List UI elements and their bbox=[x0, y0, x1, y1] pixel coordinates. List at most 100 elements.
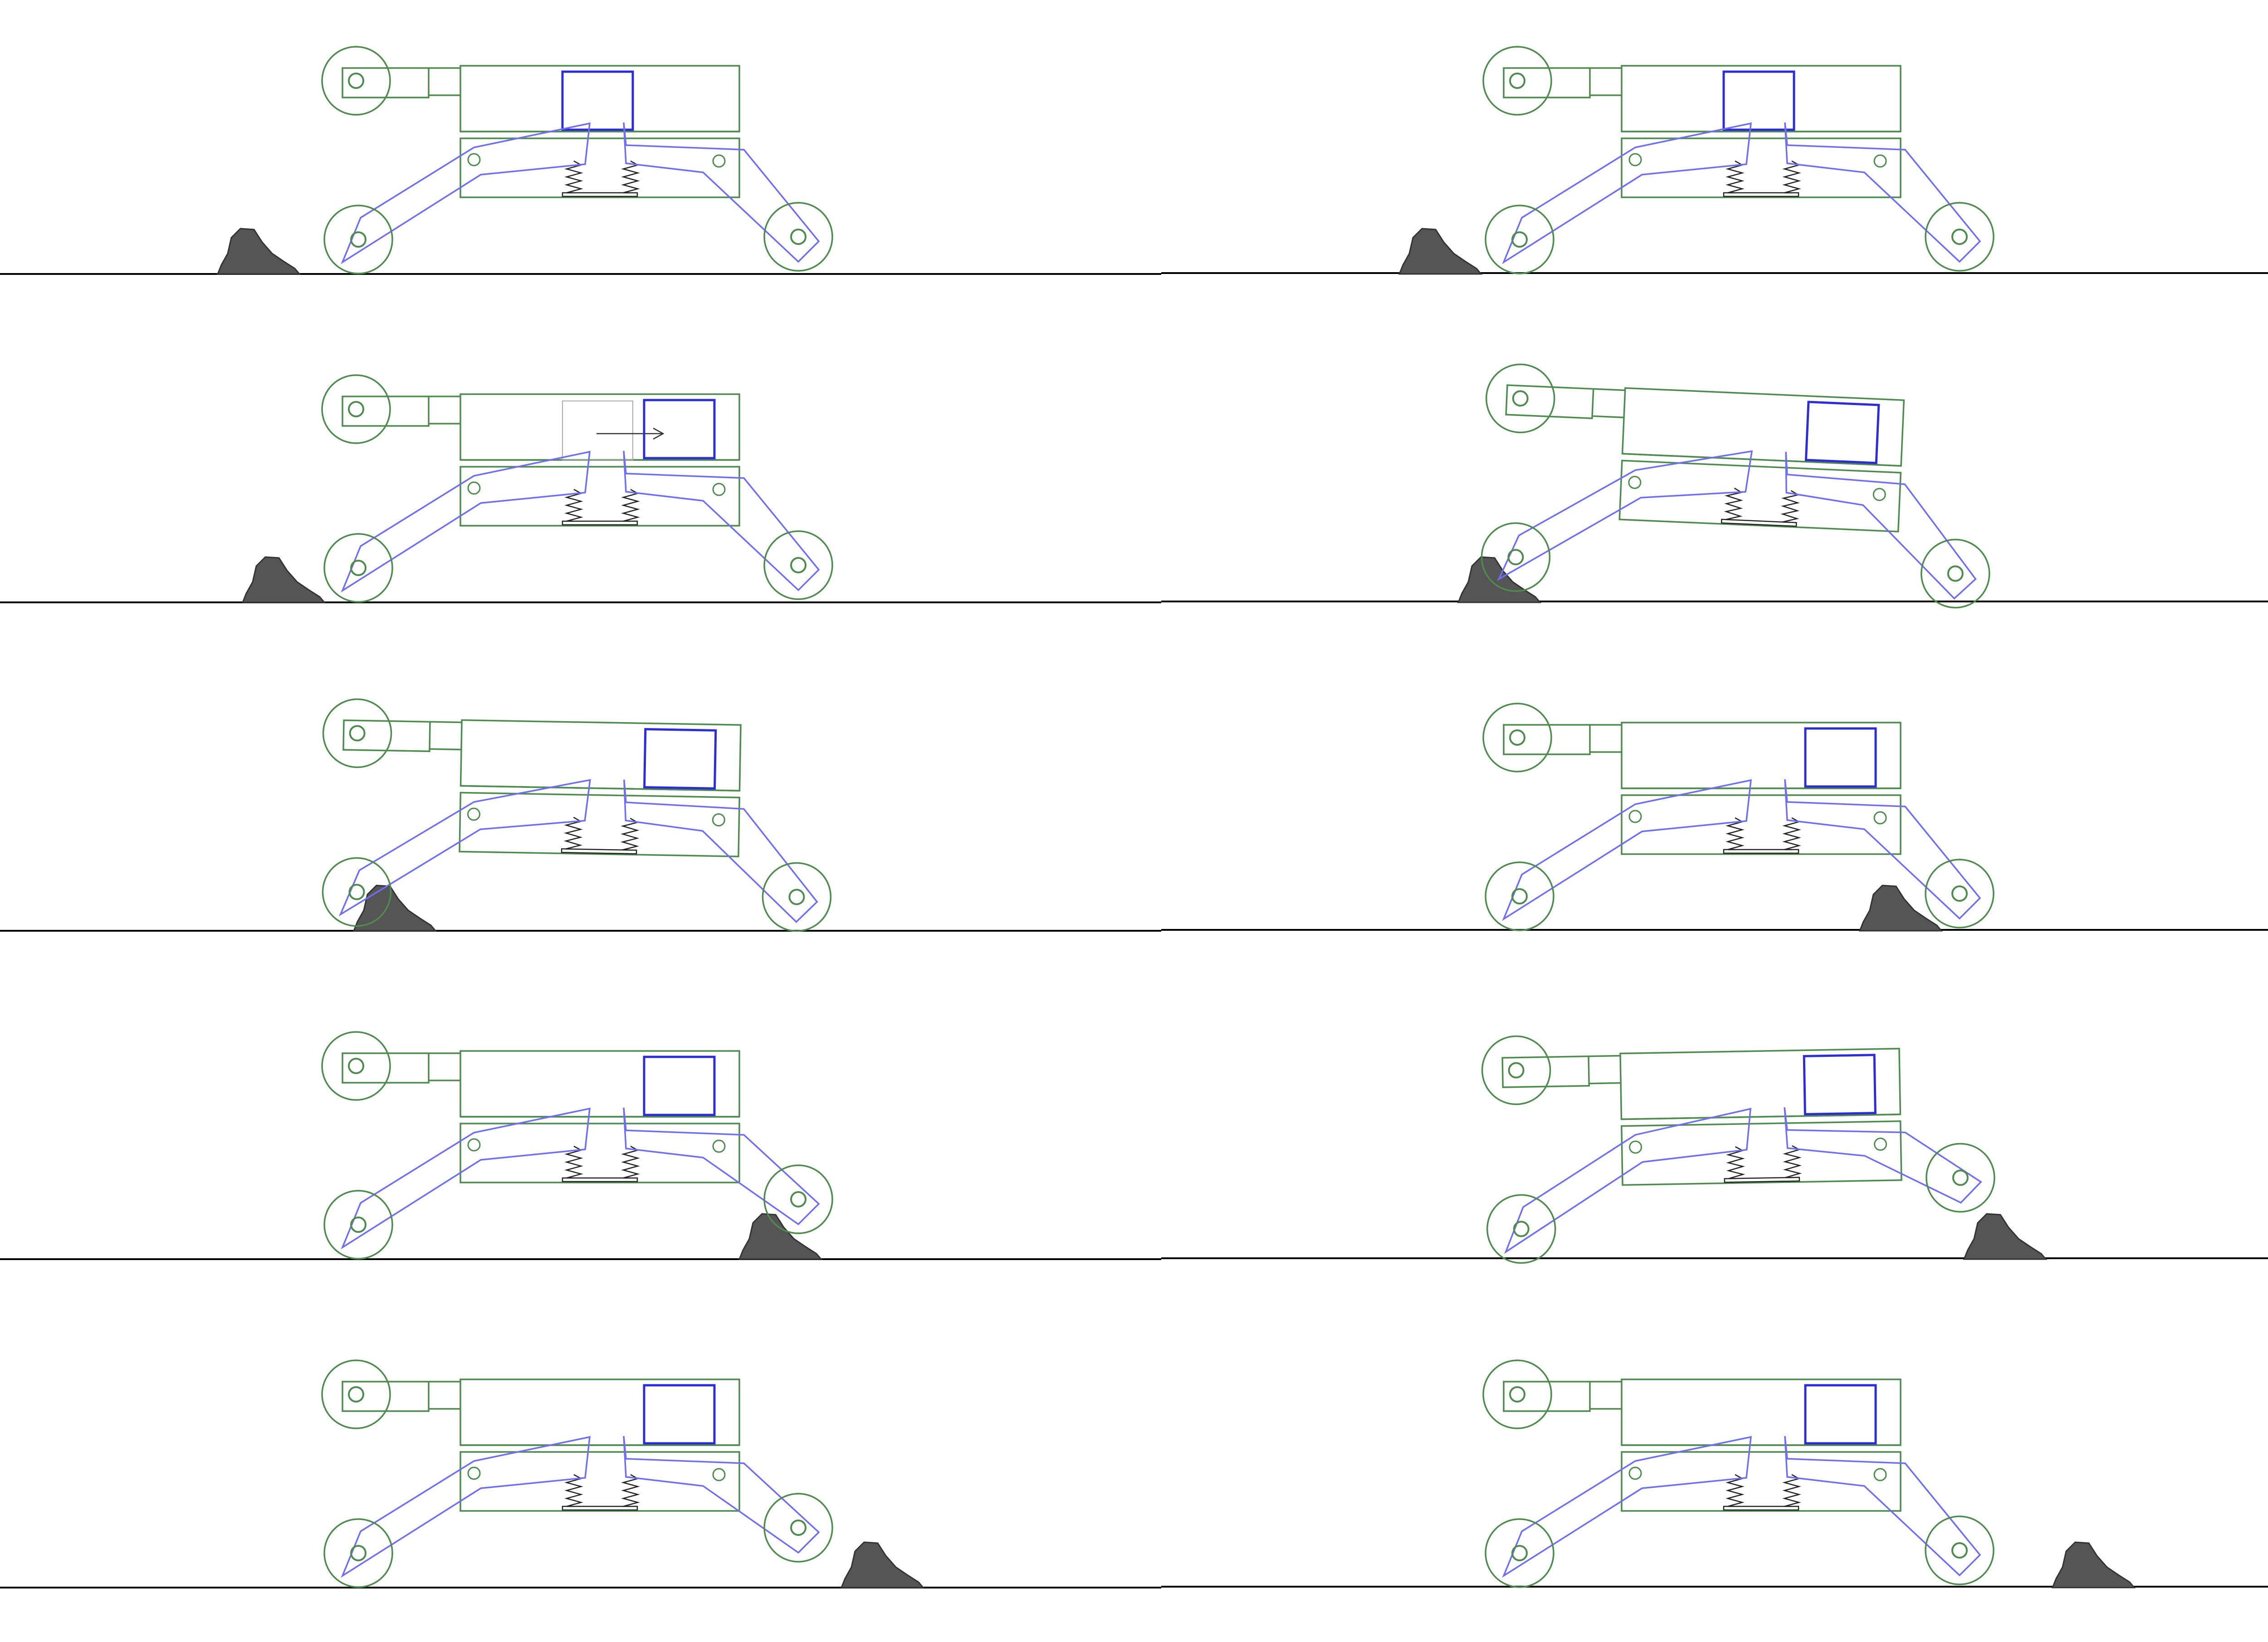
top-wheel bbox=[321, 46, 391, 116]
wheel-rim bbox=[1921, 538, 1990, 609]
rover bbox=[1482, 703, 1994, 931]
frame-right-2 bbox=[1457, 363, 1990, 609]
rear-linkage bbox=[1497, 450, 1753, 581]
top-wheel bbox=[321, 1359, 391, 1429]
chassis-upper bbox=[459, 393, 740, 461]
wheel-hub bbox=[790, 1191, 807, 1207]
front-linkage bbox=[1784, 779, 1981, 920]
rear-wheel bbox=[323, 1518, 393, 1588]
wheel-hub bbox=[1952, 1169, 1969, 1186]
wheel-hub bbox=[1507, 549, 1524, 566]
spring-plate bbox=[1723, 192, 1799, 197]
wheel-rim bbox=[1925, 1515, 1994, 1585]
chassis-lower bbox=[1621, 1451, 1901, 1512]
wheel-hub bbox=[790, 229, 807, 245]
wheel-rim bbox=[323, 533, 393, 603]
rear-wheel bbox=[323, 205, 393, 274]
wheel-hub bbox=[350, 1217, 367, 1233]
wheel-hub bbox=[348, 401, 364, 417]
mass-block bbox=[643, 728, 717, 790]
chassis-upper bbox=[1621, 65, 1901, 132]
spring bbox=[1783, 1145, 1802, 1178]
chassis-lower bbox=[459, 137, 740, 198]
wheel-hub bbox=[350, 1545, 367, 1561]
chassis-lower bbox=[459, 792, 740, 857]
chassis-divider bbox=[1622, 453, 1901, 467]
frame-left-1 bbox=[216, 46, 833, 275]
wheel-hub bbox=[348, 1386, 364, 1403]
rock bbox=[840, 1541, 925, 1588]
chassis-lower bbox=[459, 1123, 740, 1183]
rear-linkage bbox=[1502, 122, 1752, 264]
rear-wheel bbox=[1485, 205, 1554, 274]
wheel-rim bbox=[323, 1518, 393, 1588]
front-pivot bbox=[712, 1139, 726, 1153]
rock bbox=[1398, 228, 1483, 275]
wheel-rim bbox=[762, 862, 832, 932]
spring bbox=[1724, 488, 1744, 521]
spring-plate bbox=[562, 192, 638, 197]
spring bbox=[621, 160, 640, 194]
front-pivot bbox=[712, 483, 726, 496]
rear-linkage bbox=[338, 779, 591, 917]
rear-pivot bbox=[467, 1466, 481, 1480]
chassis-upper bbox=[1621, 1378, 1901, 1446]
rear-wheel bbox=[323, 1190, 393, 1260]
upper-arm bbox=[342, 396, 430, 427]
rear-wheel bbox=[322, 857, 392, 927]
rock bbox=[738, 1213, 823, 1260]
shift-arrow-head bbox=[653, 427, 665, 440]
rover bbox=[321, 1031, 833, 1260]
front-pivot bbox=[1874, 1138, 1887, 1151]
chassis-upper bbox=[459, 65, 740, 132]
rear-pivot bbox=[1628, 1466, 1642, 1480]
wheel-hub bbox=[350, 231, 367, 248]
rear-wheel bbox=[1486, 1194, 1556, 1264]
chassis-upper bbox=[1619, 1048, 1901, 1120]
rear-wheel bbox=[1485, 861, 1554, 931]
upper-arm-link bbox=[1593, 388, 1625, 391]
rear-wheel bbox=[1481, 522, 1551, 592]
front-pivot bbox=[1872, 488, 1886, 501]
rear-pivot bbox=[1628, 810, 1642, 823]
chassis-divider bbox=[460, 785, 740, 792]
wheel-rim bbox=[1482, 1359, 1552, 1429]
rear-pivot bbox=[467, 1138, 481, 1152]
wheel-rim bbox=[763, 1164, 833, 1234]
spring bbox=[564, 1474, 583, 1507]
wheel-hub bbox=[1509, 73, 1525, 89]
upper-arm bbox=[342, 1052, 430, 1084]
front-wheel bbox=[763, 530, 833, 600]
front-linkage bbox=[623, 1107, 820, 1226]
wheel-rim bbox=[322, 857, 392, 927]
spring bbox=[620, 817, 640, 851]
rock bbox=[241, 556, 326, 603]
wheel-rim bbox=[763, 1493, 833, 1563]
frame-left-5 bbox=[321, 1359, 925, 1588]
mass-block bbox=[1804, 1384, 1877, 1445]
front-pivot bbox=[1873, 154, 1887, 168]
chassis-lower bbox=[1621, 794, 1901, 855]
rock bbox=[216, 228, 301, 275]
chassis-lower bbox=[459, 466, 740, 527]
top-wheel bbox=[321, 374, 391, 444]
front-linkage bbox=[623, 450, 820, 591]
wheel-rim bbox=[322, 698, 392, 768]
wheel-hub bbox=[348, 73, 364, 89]
rock bbox=[1858, 885, 1943, 932]
rover bbox=[1481, 363, 1990, 609]
spring bbox=[621, 1474, 640, 1507]
wheel-hub bbox=[1513, 1221, 1530, 1237]
wheel-hub bbox=[1947, 565, 1964, 582]
front-pivot bbox=[1873, 811, 1887, 825]
wheel-hub bbox=[1951, 885, 1968, 902]
wheel-hub bbox=[348, 884, 365, 900]
mass-block bbox=[1804, 727, 1877, 788]
rover bbox=[321, 374, 833, 603]
spring-plate bbox=[1723, 849, 1799, 854]
frame-right-4 bbox=[1481, 1035, 2048, 1264]
wheel-rim bbox=[321, 1031, 391, 1101]
wheel-hub bbox=[790, 1520, 807, 1536]
spring bbox=[1725, 1474, 1745, 1507]
